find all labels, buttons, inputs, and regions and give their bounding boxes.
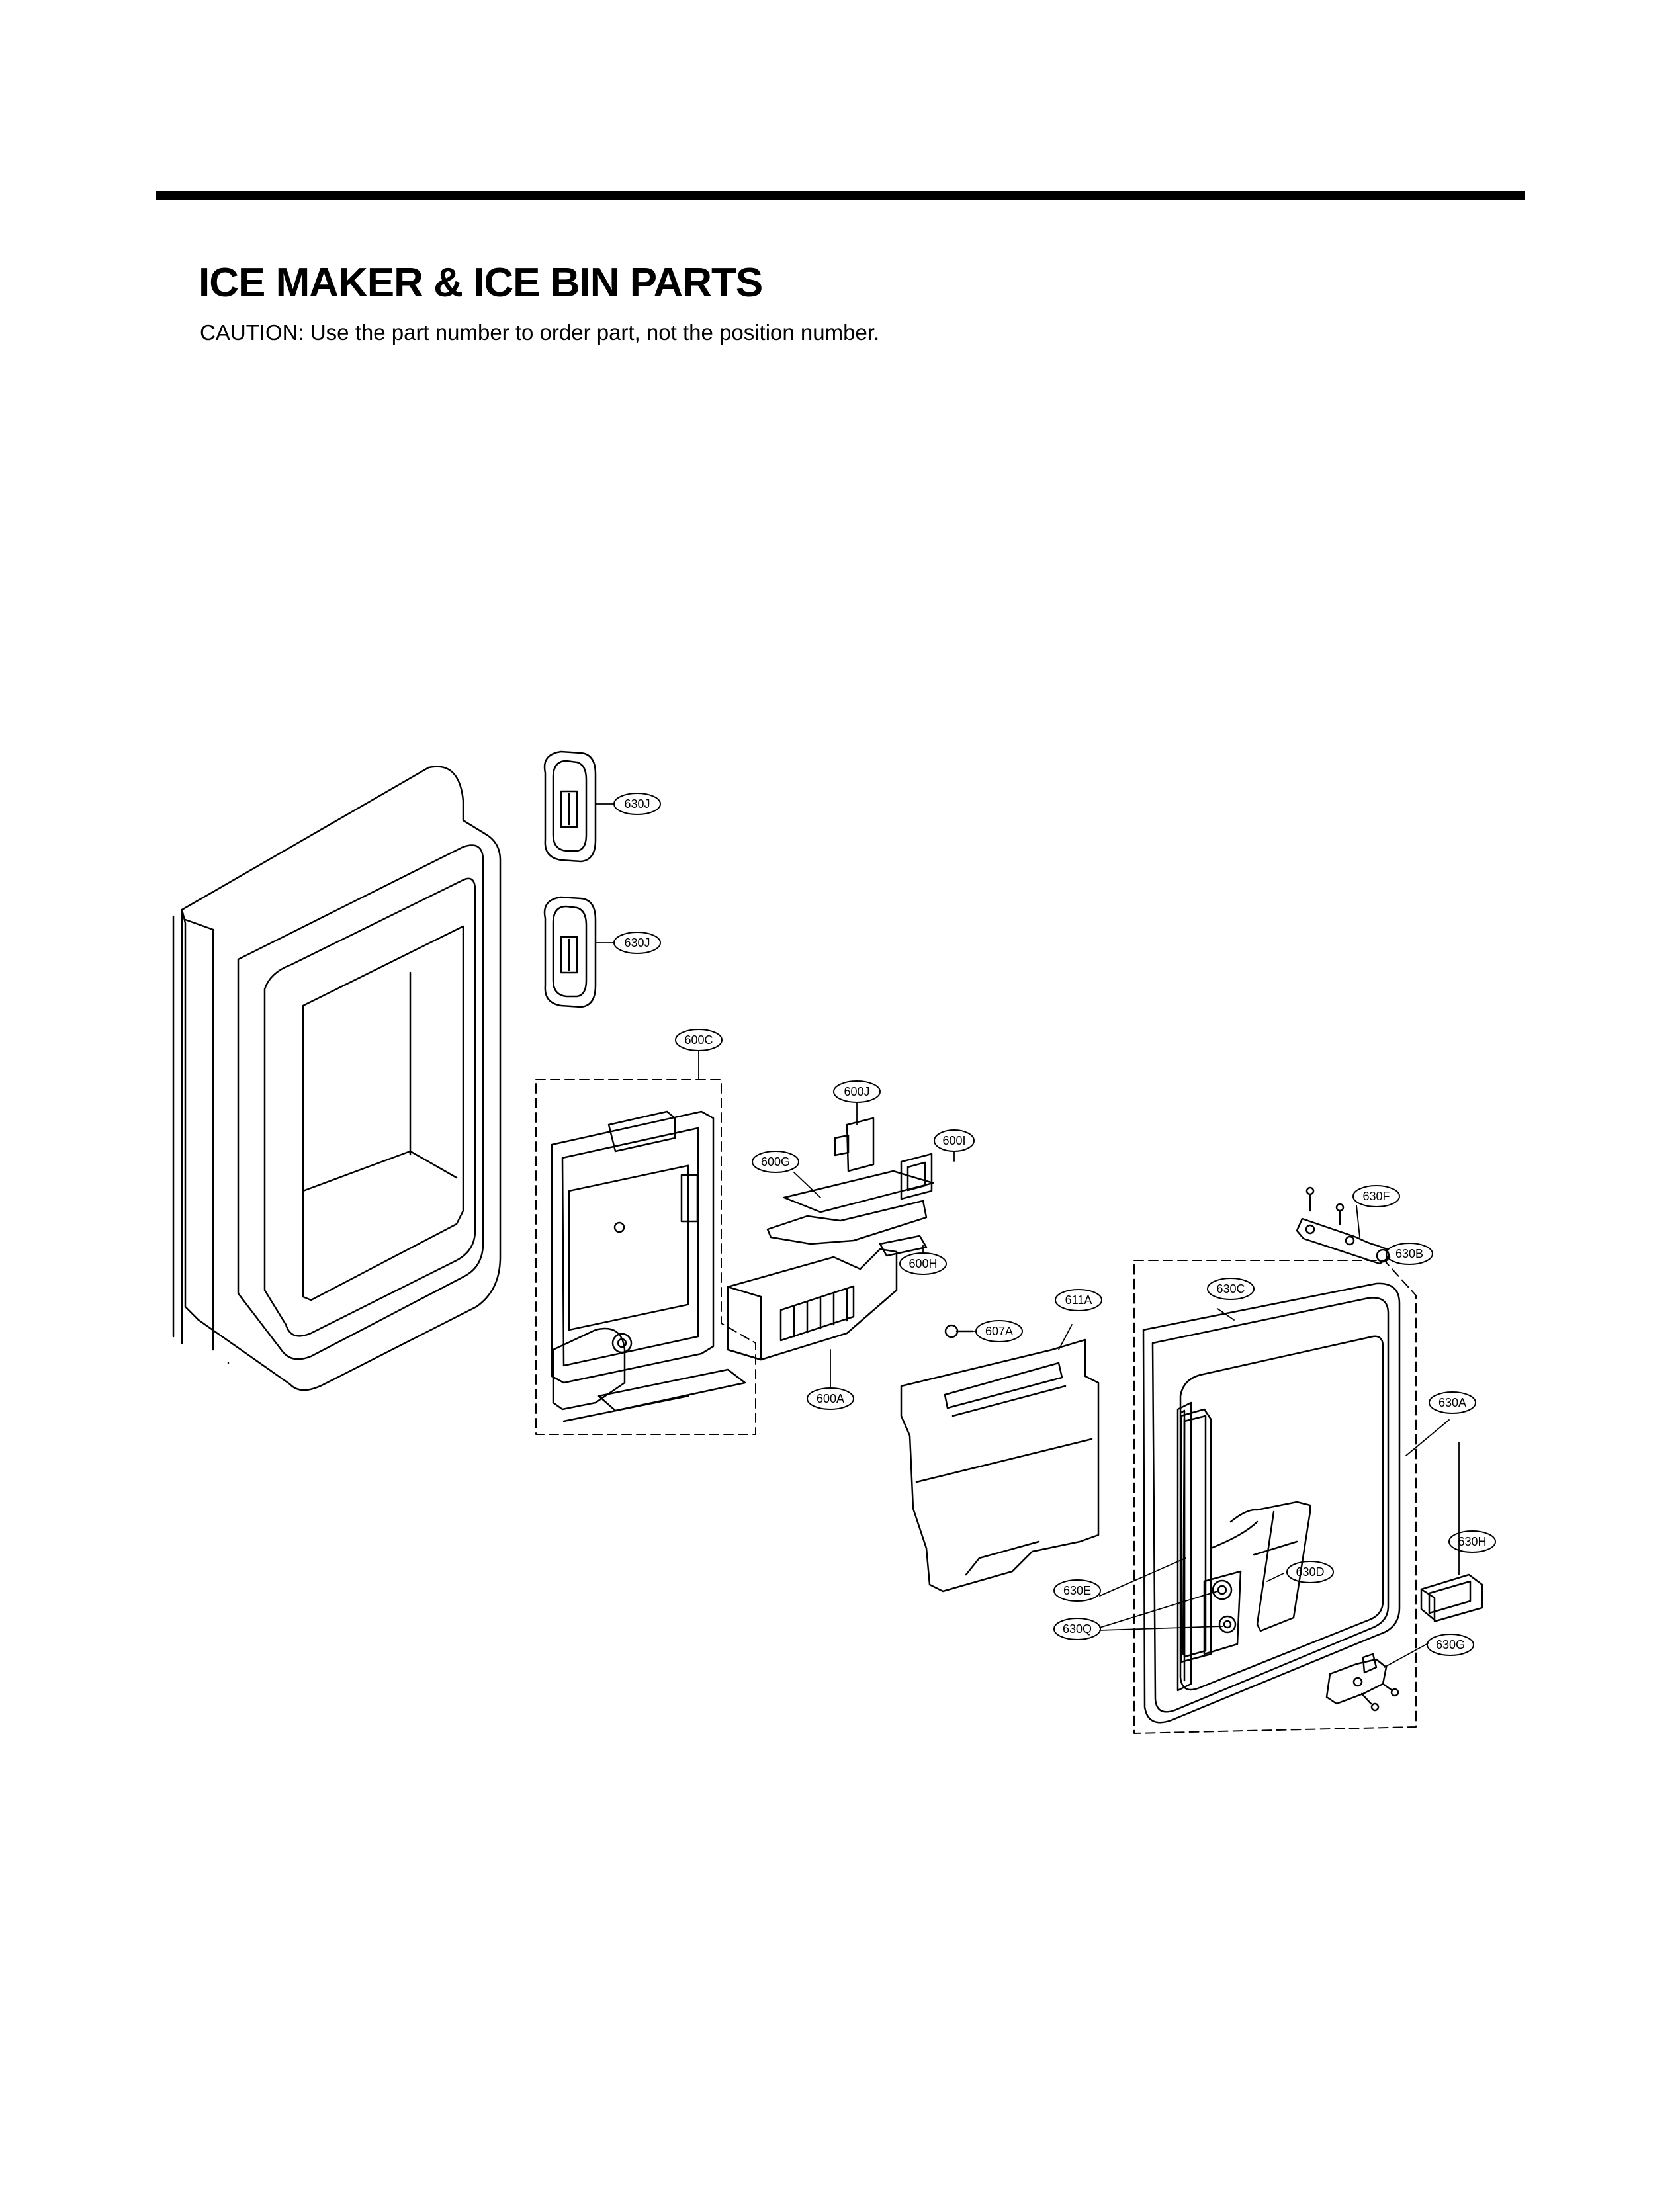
callout-630E: 630E xyxy=(1063,1584,1091,1597)
callout-600A: 600A xyxy=(817,1392,844,1405)
callout-630J-upper: 630J xyxy=(624,797,650,810)
caution-note: CAUTION: Use the part number to order pa… xyxy=(200,320,880,345)
callout-630G: 630G xyxy=(1436,1638,1465,1651)
stopper-drawing xyxy=(1420,1573,1483,1622)
ice-bin-door-drawing xyxy=(1133,1260,1417,1734)
top-rule xyxy=(156,191,1525,200)
callout-611A: 611A xyxy=(1065,1293,1092,1307)
callout-630Q: 630Q xyxy=(1063,1622,1092,1636)
lower-hinge-drawing xyxy=(1325,1653,1399,1712)
handle-part-1 xyxy=(543,750,597,863)
callout-630H: 630H xyxy=(1458,1535,1486,1548)
callout-630F: 630F xyxy=(1362,1190,1390,1203)
ice-maker-cover-drawing xyxy=(766,1117,934,1257)
callout-600J: 600J xyxy=(844,1085,869,1098)
callout-630A: 630A xyxy=(1438,1396,1466,1409)
door-liner-drawing xyxy=(172,766,502,1391)
callout-labels: 630J 630J 600C 600J 600I 600G 600H 600A … xyxy=(624,797,1486,1651)
callout-630D: 630D xyxy=(1296,1565,1324,1579)
ice-maker-drawing xyxy=(727,1248,898,1361)
callout-630C: 630C xyxy=(1216,1282,1245,1295)
screw-drawing xyxy=(944,1324,974,1338)
callout-600H: 600H xyxy=(908,1257,937,1270)
callout-607A: 607A xyxy=(985,1325,1013,1338)
leader-lines xyxy=(595,803,1460,1668)
callout-ovals xyxy=(613,793,1496,1656)
callout-630J-lower: 630J xyxy=(624,936,650,949)
ice-maker-bracket-drawing xyxy=(535,1079,756,1435)
callout-600C: 600C xyxy=(684,1033,713,1047)
handle-part-2 xyxy=(543,896,597,1008)
callout-630B: 630B xyxy=(1395,1247,1423,1260)
upper-hinge-drawing xyxy=(1296,1186,1391,1265)
page-title: ICE MAKER & ICE BIN PARTS xyxy=(199,260,763,306)
callout-600G: 600G xyxy=(761,1155,790,1168)
ice-bin-cover-drawing xyxy=(900,1338,1100,1593)
callout-600I: 600I xyxy=(942,1134,965,1147)
